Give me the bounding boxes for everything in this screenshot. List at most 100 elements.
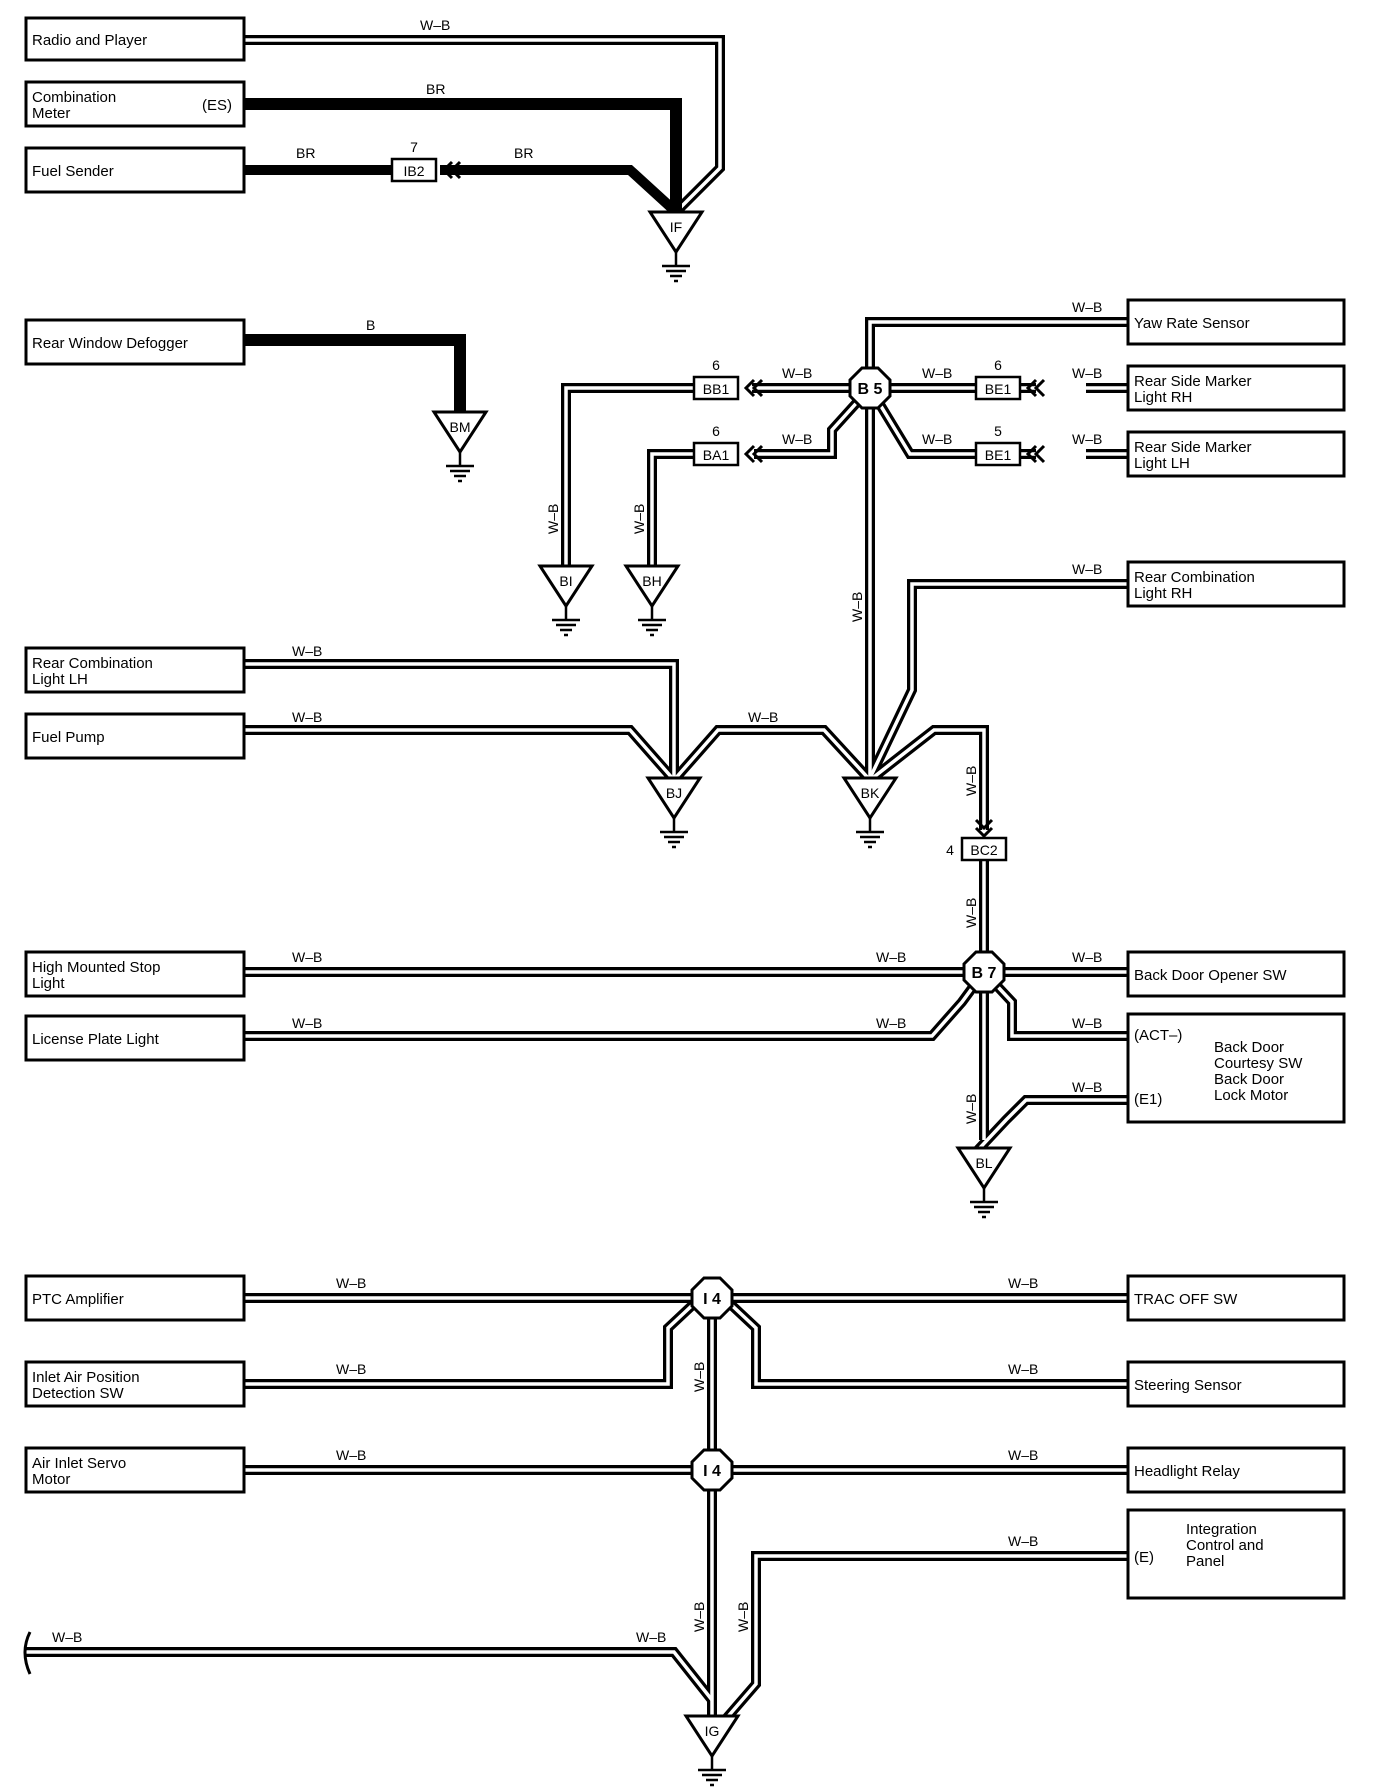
connector-ba1: BA1 6 <box>692 423 764 467</box>
wire-label: W–B <box>735 1602 751 1632</box>
wire-meter-to-if <box>244 98 682 212</box>
component-label: Back Door Opener SW <box>1134 967 1287 984</box>
component-label: Headlight Relay <box>1134 1463 1240 1480</box>
wire-label: W–B <box>876 949 906 965</box>
component-air-inlet-servo-motor: Air Inlet Servo Motor <box>24 1446 246 1494</box>
ground-bh: BH <box>623 564 681 637</box>
component-label: Control and <box>1186 1537 1264 1554</box>
component-label: Inlet Air Position <box>32 1369 140 1386</box>
wire-label: W–B <box>292 1015 322 1031</box>
pin-label: (ACT–) <box>1134 1027 1182 1044</box>
wire-label: W–B <box>1072 299 1102 315</box>
connector-be1-rh: BE1 6 <box>974 357 1046 401</box>
wire-label: W–B <box>922 365 952 381</box>
wire-label: W–B <box>876 1015 906 1031</box>
component-label: Fuel Pump <box>32 729 105 746</box>
connector-label: BE1 <box>985 447 1012 463</box>
connector-pin: 6 <box>712 357 720 373</box>
component-label: Rear Side Marker <box>1134 373 1252 390</box>
component-headlight-relay: Headlight Relay <box>1126 1446 1346 1494</box>
wire-label: BR <box>514 145 533 161</box>
wire-label: W–B <box>782 431 812 447</box>
wire-label: W–B <box>420 17 450 33</box>
component-rear-side-marker-rh: Rear Side Marker Light RH <box>1126 364 1346 412</box>
junction-b7: B 7 <box>962 950 1006 994</box>
wire-label: W–B <box>336 1447 366 1463</box>
ground-if: IF <box>647 210 705 283</box>
wire-label: W–B <box>691 1362 707 1392</box>
wire-label: W–B <box>631 504 647 534</box>
wire-color-labels: W–B BR BR BR B W–B W–B W–B W–B W–B W–B W… <box>52 17 1102 1645</box>
component-rear-window-defogger: Rear Window Defogger <box>24 318 246 366</box>
component-ptc-amplifier: PTC Amplifier <box>24 1274 246 1322</box>
component-high-mounted-stop-light: High Mounted Stop Light <box>24 950 246 998</box>
junction-i4-top: I 4 <box>690 1276 734 1320</box>
ground-bj: BJ <box>645 776 703 849</box>
component-label: Light RH <box>1134 585 1192 602</box>
component-label: Detection SW <box>32 1385 125 1402</box>
wire-ib2-to-if <box>440 165 680 216</box>
component-label: Light LH <box>32 671 88 688</box>
component-steering-sensor: Steering Sensor <box>1126 1360 1346 1408</box>
ground-ig: IG <box>683 1714 741 1787</box>
wire-defogger-to-bm <box>244 334 466 412</box>
connector-pin: 4 <box>946 842 954 858</box>
component-label: Steering Sensor <box>1134 1377 1242 1394</box>
connector-bb1: BB1 6 <box>692 357 764 401</box>
component-label: Lock Motor <box>1214 1087 1288 1104</box>
component-label: TRAC OFF SW <box>1134 1291 1238 1308</box>
component-label: Rear Combination <box>1134 569 1255 586</box>
wire-label: W–B <box>1072 949 1102 965</box>
wire-label: W–B <box>52 1629 82 1645</box>
wire-label: W–B <box>1008 1533 1038 1549</box>
svg-text:IG: IG <box>705 1723 720 1739</box>
ground-bi: BI <box>537 564 595 637</box>
wire-label: W–B <box>1072 1079 1102 1095</box>
component-label: Rear Window Defogger <box>32 335 188 352</box>
component-fuel-pump: Fuel Pump <box>24 712 246 760</box>
component-label: Radio and Player <box>32 32 147 49</box>
svg-text:BK: BK <box>861 785 880 801</box>
connector-label: BE1 <box>985 381 1012 397</box>
connector-label: BB1 <box>703 381 730 397</box>
pin-label: (ES) <box>202 97 232 114</box>
ground-bl: BL <box>955 1146 1013 1219</box>
wire-label: W–B <box>963 1094 979 1124</box>
ground-bk: BK <box>841 776 899 849</box>
component-combination-meter: Combination Meter (ES) <box>24 80 246 128</box>
connector-label: BC2 <box>970 842 997 858</box>
wire-label: W–B <box>1008 1275 1038 1291</box>
wire-label: W–B <box>963 898 979 928</box>
wire-break-mark <box>23 1631 32 1675</box>
svg-text:BJ: BJ <box>666 785 682 801</box>
connector-label: IB2 <box>403 163 424 179</box>
component-label: Rear Side Marker <box>1134 439 1252 456</box>
component-label: Panel <box>1186 1553 1224 1570</box>
connector-pin: 5 <box>994 423 1002 439</box>
pin-label: (E1) <box>1134 1091 1162 1108</box>
component-label: Yaw Rate Sensor <box>1134 315 1250 332</box>
component-inlet-air-position-sw: Inlet Air Position Detection SW <box>24 1360 246 1408</box>
wire-label: W–B <box>748 709 778 725</box>
component-radio-and-player: Radio and Player <box>24 16 246 62</box>
component-label: Light LH <box>1134 455 1190 472</box>
component-label: Rear Combination <box>32 655 153 672</box>
component-yaw-rate-sensor: Yaw Rate Sensor <box>1126 298 1346 346</box>
junction-b5: B 5 <box>848 366 892 410</box>
wire-label: W–B <box>691 1602 707 1632</box>
wire-label: W–B <box>292 709 322 725</box>
wire-label: W–B <box>292 949 322 965</box>
component-integration-control-panel: (E) Integration Control and Panel <box>1126 1508 1346 1600</box>
svg-text:BM: BM <box>450 419 471 435</box>
component-label: Integration <box>1186 1521 1257 1538</box>
svg-text:BL: BL <box>975 1155 992 1171</box>
wire-label: W–B <box>636 1629 666 1645</box>
wire-label: BR <box>426 81 445 97</box>
wire-label: BR <box>296 145 315 161</box>
component-label: High Mounted Stop <box>32 959 160 976</box>
component-license-plate-light: License Plate Light <box>24 1014 246 1062</box>
wire-label: W–B <box>1008 1361 1038 1377</box>
wire-label: W–B <box>336 1361 366 1377</box>
component-rear-side-marker-lh: Rear Side Marker Light LH <box>1126 430 1346 478</box>
